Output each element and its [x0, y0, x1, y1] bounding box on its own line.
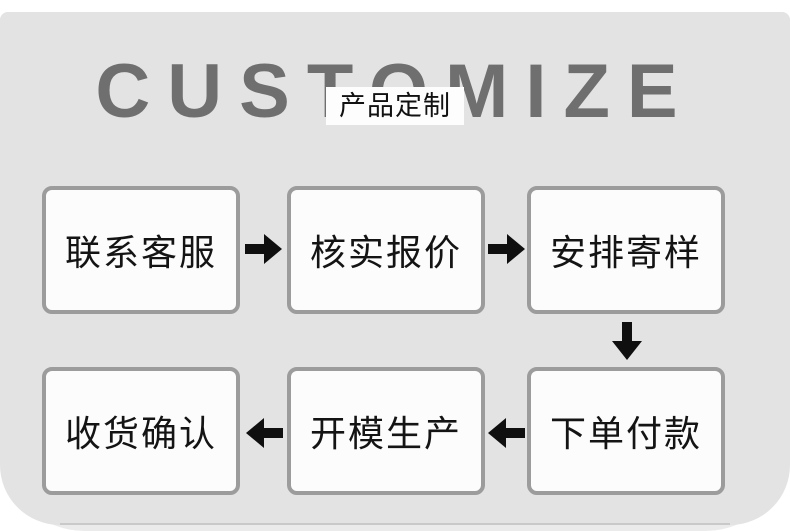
flow-step-receive-confirm: 收货确认 — [42, 367, 240, 495]
arrow-left-icon — [488, 418, 525, 448]
arrow-down-icon — [612, 322, 642, 360]
arrow-right-icon — [488, 234, 525, 264]
arrow-right-icon — [245, 234, 282, 264]
flow-step-contact-service: 联系客服 — [42, 186, 240, 314]
flow-step-place-order-pay: 下单付款 — [527, 367, 725, 495]
flow-step-label: 安排寄样 — [549, 233, 702, 274]
flow-step-label: 联系客服 — [64, 233, 217, 274]
flow-step-label: 下单付款 — [549, 414, 702, 455]
flow-step-label: 核实报价 — [309, 233, 462, 274]
panel-bottom-edge — [60, 523, 730, 525]
section-title-zh-badge: 产品定制 — [326, 87, 464, 125]
flow-step-label: 收货确认 — [64, 414, 217, 455]
flow-step-verify-quote: 核实报价 — [287, 186, 485, 314]
gray-panel: CUSTOMIZE 产品定制 联系客服 核实报价 安排寄样 下单付款 开模生产 … — [0, 12, 790, 525]
flow-step-label: 开模生产 — [309, 414, 462, 455]
flow-step-mold-production: 开模生产 — [287, 367, 485, 495]
flow-step-arrange-sample: 安排寄样 — [527, 186, 725, 314]
arrow-left-icon — [246, 418, 283, 448]
